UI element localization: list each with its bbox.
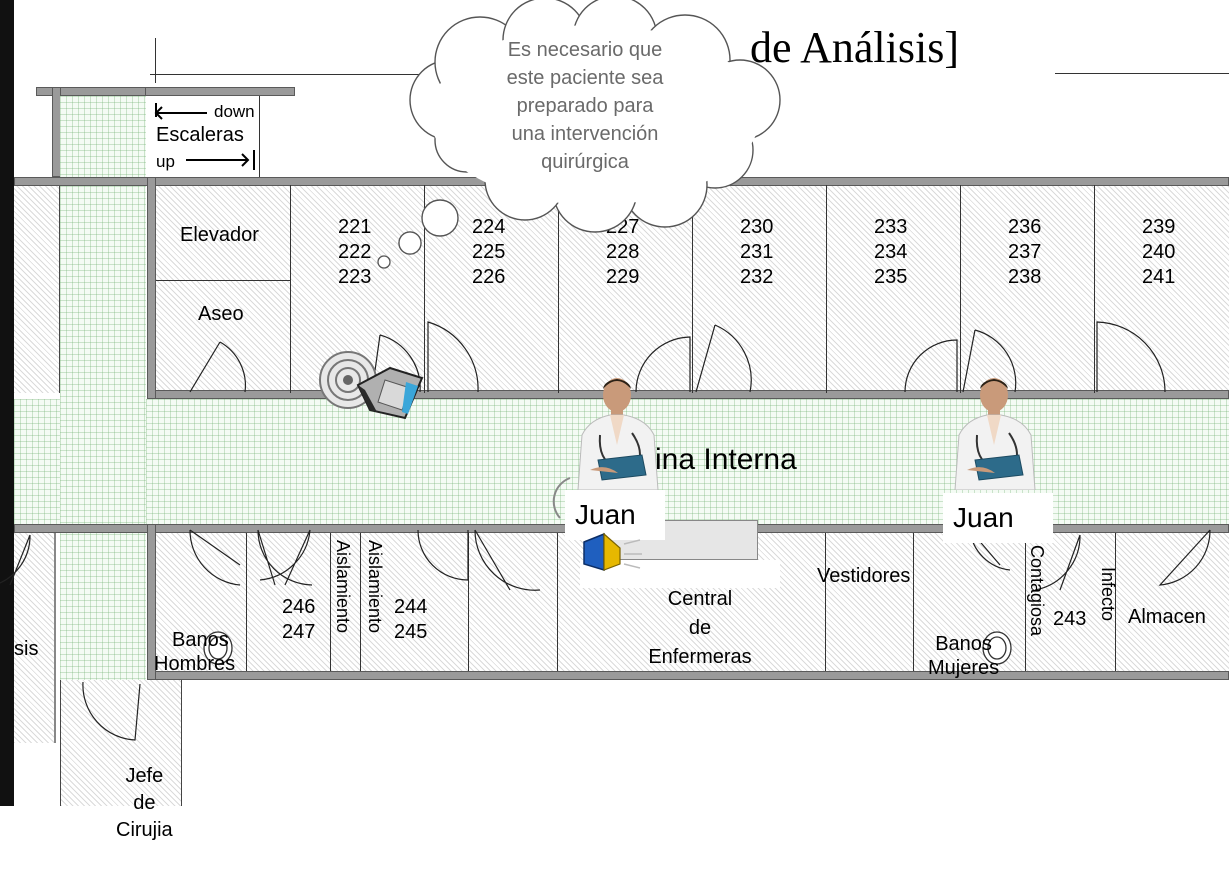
door-swings-top: [189, 321, 1166, 393]
partition: [1094, 185, 1095, 393]
wall-bottom-left-col: [147, 524, 156, 680]
room-elevador: Elevador: [180, 224, 259, 246]
left-room-fragment: sis: [14, 638, 39, 660]
partition: [1025, 533, 1026, 671]
stairs-up-label: up: [156, 152, 175, 171]
room-aislamiento-2: Aislamiento: [365, 540, 385, 634]
partition: [692, 185, 693, 393]
cloud-tail-bubbles: [377, 231, 422, 269]
room-aislamiento-1: Aislamiento: [333, 540, 353, 634]
cloud-text: Es necesario que este paciente sea prepa…: [506, 39, 664, 173]
scanner-icon: [319, 351, 424, 420]
partition: [825, 533, 826, 671]
left-bottom-room: [14, 533, 56, 743]
left-black-bar: [0, 0, 14, 806]
stairs-box: down Escaleras up: [146, 96, 260, 178]
partition: [1115, 533, 1116, 671]
partition: [557, 533, 558, 671]
stairs-up-arrow: [184, 148, 258, 172]
doctor-name-label: Juan: [943, 493, 1053, 543]
left-corridor: [14, 399, 60, 524]
doctor-figure-icon: [577, 378, 659, 490]
wall-top-stairs: [145, 87, 295, 96]
room-contagiosa: Contagiosa: [1027, 545, 1047, 637]
jefe-room: [60, 680, 182, 806]
room-infecto: Infecto: [1098, 567, 1118, 622]
wall-left-col: [147, 177, 156, 399]
left-room-band: [14, 185, 60, 393]
partition: [826, 185, 827, 393]
alert-speaker-icon: [552, 477, 642, 572]
partition: [960, 185, 961, 393]
room-aseo: Aseo: [198, 303, 244, 325]
jefe-door: [82, 681, 141, 741]
partition: [424, 185, 425, 393]
partition: [246, 533, 247, 671]
room-vestidores: Vestidores: [817, 565, 911, 587]
title-rule: [1055, 73, 1229, 74]
partition-elevator: [156, 280, 290, 281]
partition: [360, 533, 361, 671]
room-243: 243: [1053, 608, 1087, 630]
doctor-name-label: Juan: [565, 490, 665, 540]
dimension-tick: [155, 38, 156, 83]
partition: [468, 533, 469, 671]
partition: [330, 533, 331, 671]
thought-cloud: [398, 0, 781, 255]
page-title-fragment: de Análisis]: [750, 23, 959, 72]
partition: [290, 185, 291, 393]
stairs-down-label: down: [214, 102, 255, 121]
partition: [913, 533, 914, 671]
corridor-label: ina Interna: [655, 443, 797, 476]
stairs-name: Escaleras: [156, 124, 244, 146]
doctor-figure-icon: [954, 378, 1036, 490]
dimension-line: [150, 74, 450, 75]
door-swings-bottom: [0, 529, 1211, 665]
room-almacen: Almacen: [1128, 606, 1206, 628]
stairs-down-arrow: [152, 101, 212, 121]
partition: [558, 185, 559, 393]
